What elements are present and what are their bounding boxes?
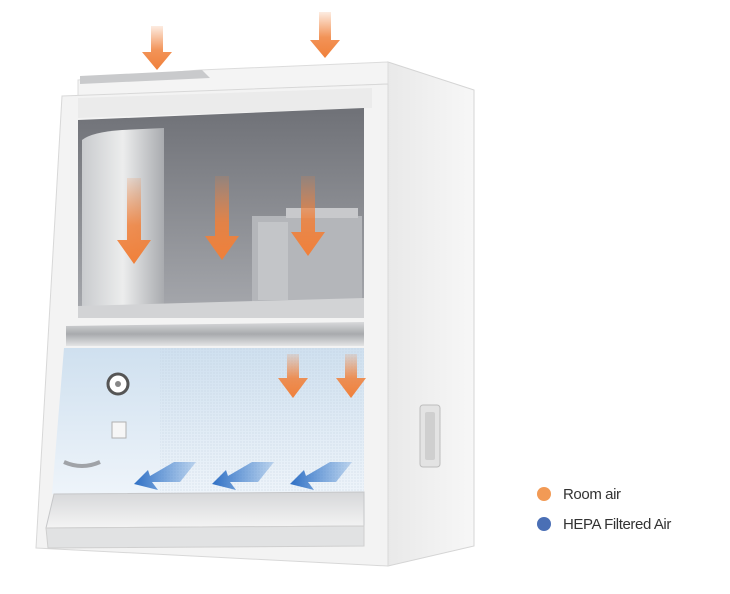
room-air-arrow xyxy=(142,26,172,70)
hepa-air-swatch xyxy=(537,517,551,531)
hepa-air-arrow xyxy=(290,462,352,490)
power-outlet xyxy=(111,421,127,439)
room-air-arrows xyxy=(117,12,366,398)
room-air-arrow xyxy=(205,176,239,260)
hepa-air-arrow xyxy=(212,462,274,490)
room-air-arrow xyxy=(336,354,366,398)
shelf-bar xyxy=(66,322,364,346)
room-air-swatch xyxy=(537,487,551,501)
legend-item-room-air: Room air xyxy=(537,484,722,504)
cabinet-side-panel xyxy=(387,61,475,567)
room-air-arrow xyxy=(278,354,308,398)
legend-label: Room air xyxy=(563,485,621,503)
room-air-arrow xyxy=(310,12,340,58)
legend-label: HEPA Filtered Air xyxy=(563,515,671,533)
work-surface xyxy=(45,491,365,529)
room-air-arrow xyxy=(291,176,325,256)
interior-duct xyxy=(82,128,164,308)
legend: Room air HEPA Filtered Air xyxy=(537,484,722,544)
room-air-arrow xyxy=(117,178,151,264)
legend-item-hepa-air: HEPA Filtered Air xyxy=(537,514,722,534)
hepa-air-arrows xyxy=(134,462,352,490)
hepa-air-arrow xyxy=(134,462,196,490)
